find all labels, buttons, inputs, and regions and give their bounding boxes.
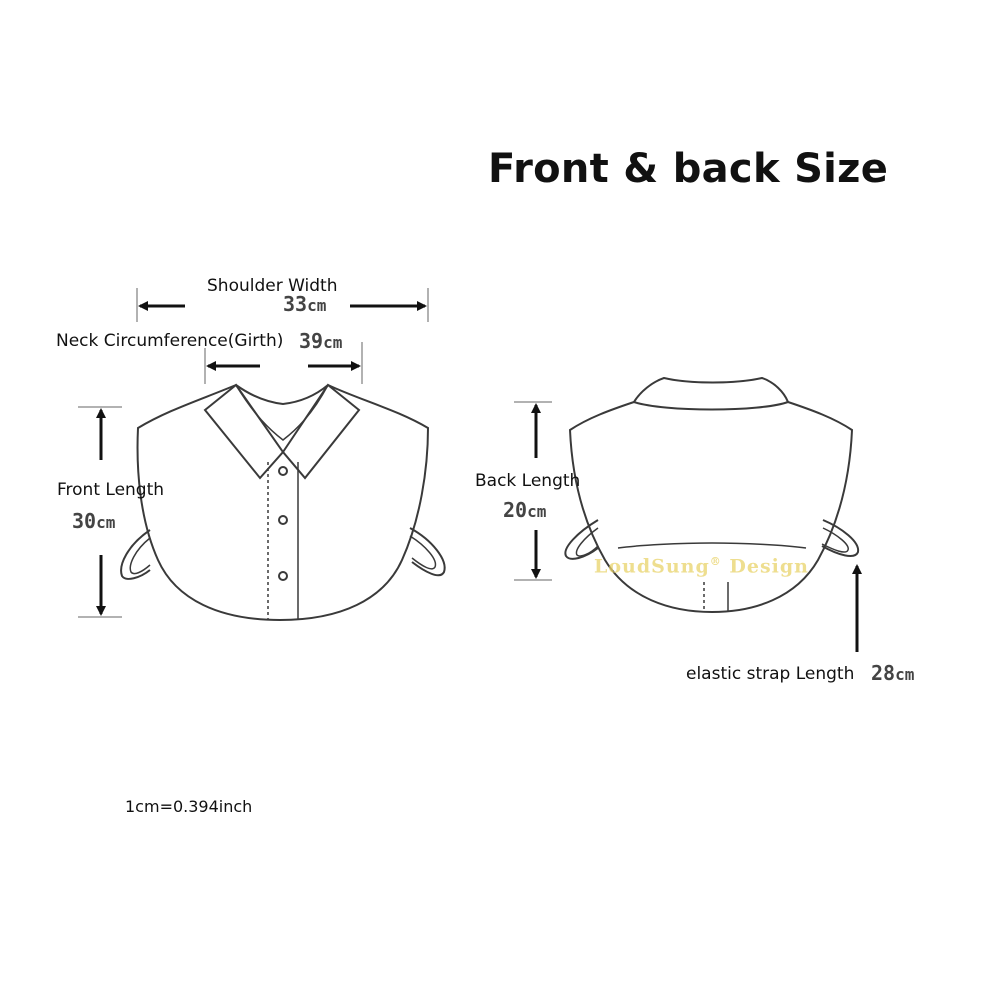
neck-circumference-value: 39cm [299,329,342,353]
neck-circumference-label: Neck Circumference(Girth) [56,331,284,351]
back-length-dimension [514,401,552,581]
back-collar-drawing [564,376,860,614]
front-length-number: 30 [72,509,97,533]
back-length-unit: cm [527,502,547,521]
neck-circumference-unit: cm [323,333,343,352]
front-elastic-strap-left [120,529,151,580]
watermark-suffix: Design [729,555,809,578]
back-body-outline [568,401,854,614]
page-title: Front & back Size [488,146,889,192]
front-length-value: 30cm [72,509,115,533]
back-collar-outline [632,376,790,411]
front-length-unit: cm [96,513,116,532]
back-elastic-strap-right [821,519,860,557]
shoulder-width-dimension [136,288,429,322]
front-collar-outline [235,384,329,406]
front-button-3 [278,571,288,581]
shoulder-width-label: Shoulder Width [207,276,338,296]
elastic-strap-unit: cm [895,665,915,684]
shoulder-width-number: 33 [283,292,308,316]
front-body-outline [136,384,430,622]
front-collar-drawing [120,383,446,622]
elastic-strap-label: elastic strap Length [686,664,855,684]
watermark-registered-mark: ® [709,555,722,568]
back-length-value: 20cm [503,498,546,522]
elastic-strap-number: 28 [871,661,896,685]
back-elastic-strap-left [564,519,599,560]
conversion-note: 1cm=0.394inch [125,797,253,816]
front-length-label: Front Length [57,480,165,500]
neck-circumference-dimension [204,342,363,384]
front-button-2 [278,515,288,525]
elastic-strap-value: 28cm [871,661,914,685]
back-length-label: Back Length [475,471,581,491]
watermark: LoudSung® Design [594,555,809,577]
front-length-dimension [78,406,122,618]
watermark-brand: LoudSung [594,555,710,578]
neck-circumference-number: 39 [299,329,324,353]
shoulder-width-unit: cm [307,296,327,315]
shoulder-width-value: 33cm [283,292,326,316]
back-length-number: 20 [503,498,528,522]
front-button-1 [278,466,288,476]
front-elastic-strap-right [409,527,446,577]
